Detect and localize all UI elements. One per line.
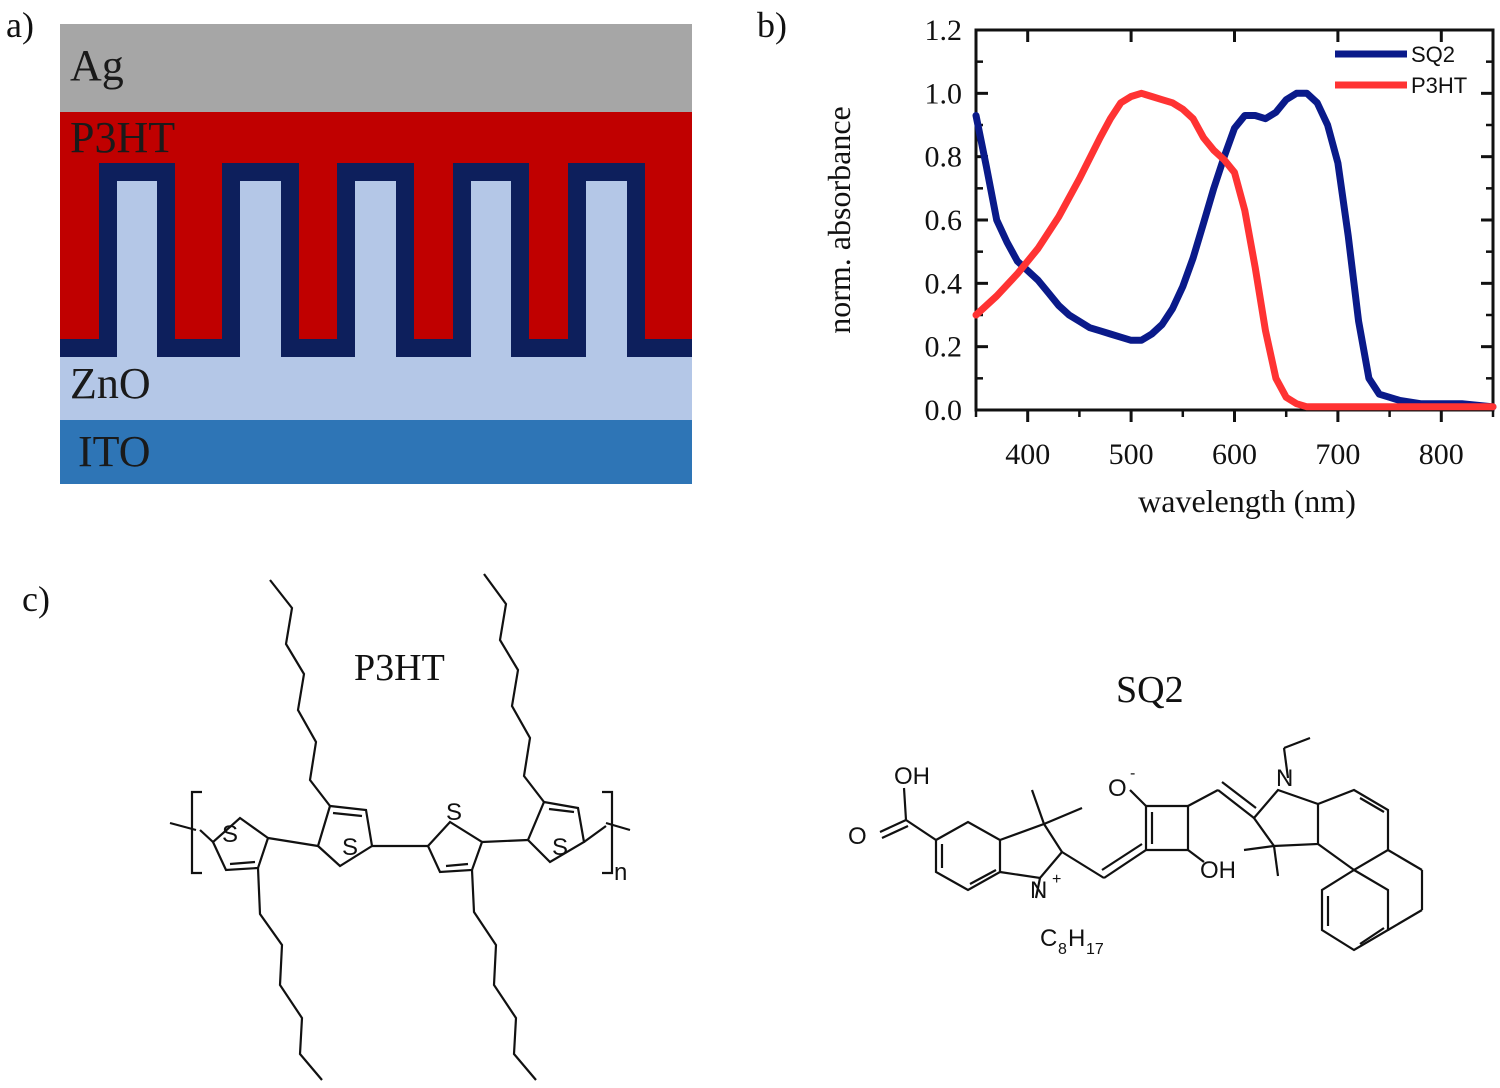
- repeat-unit-n: n: [614, 859, 627, 886]
- legend-label-sq2: SQ2: [1411, 42, 1455, 67]
- y-tick-label: 1.2: [925, 14, 963, 47]
- ito-layer: [60, 420, 692, 484]
- layer-label-zno: ZnO: [70, 359, 151, 408]
- device-stack-diagram: [60, 24, 692, 484]
- plus-charge: +: [1052, 871, 1061, 888]
- sulfur-atom: S: [222, 821, 238, 848]
- absorbance-chart: 0.0 0.2 0.4 0.6 0.8 1.0 1.2 400 500 600 700 800 SQ2P…: [821, 14, 1497, 519]
- nitrogen-atom: N: [1276, 765, 1293, 792]
- p3ht-structure: S S S S n: [169, 573, 631, 1081]
- oh-group: OH: [894, 763, 930, 790]
- sulfur-atom: S: [552, 834, 568, 861]
- nitrogen-cation: N: [1030, 877, 1047, 904]
- panel-label-b: b): [757, 5, 787, 45]
- x-tick-label: 600: [1212, 438, 1257, 471]
- series-line-sq2: [972, 89, 1497, 411]
- x-tick-label: 400: [1005, 438, 1050, 471]
- zno-pillars: [117, 181, 627, 361]
- minus-charge: -: [1130, 765, 1135, 782]
- sq2-molecule-name: SQ2: [1116, 669, 1184, 711]
- oxide-oxygen: O: [1108, 775, 1127, 802]
- hydroxyl-group: OH: [1200, 857, 1236, 884]
- sulfur-atom: S: [342, 834, 358, 861]
- y-tick-label: 0.0: [925, 394, 963, 427]
- plot-area: 0.0 0.2 0.4 0.6 0.8 1.0 1.2 400 500 600 700 800 SQ2P…: [925, 14, 1497, 471]
- octyl-label: C 8 H 17: [1040, 925, 1104, 958]
- layer-label-ito: ITO: [78, 427, 151, 476]
- layer-label-p3ht: P3HT: [70, 113, 176, 162]
- y-tick-label: 1.0: [925, 77, 963, 110]
- x-tick-label: 700: [1315, 438, 1360, 471]
- carbonyl-oxygen: O: [848, 823, 867, 850]
- y-tick-label: 0.8: [925, 141, 963, 174]
- ag-layer: [60, 24, 692, 114]
- series-line-p3ht: [972, 89, 1497, 411]
- y-tick-label: 0.4: [925, 267, 963, 300]
- y-tick-label: 0.6: [925, 204, 963, 237]
- x-axis-title: wavelength (nm): [1138, 483, 1356, 519]
- x-tick-label: 500: [1109, 438, 1154, 471]
- svg-text:H: H: [1068, 925, 1085, 952]
- svg-text:C: C: [1040, 925, 1057, 952]
- legend-label-p3ht: P3HT: [1411, 73, 1467, 98]
- panel-label-c: c): [22, 579, 50, 619]
- sq2-structure: OH O O - OH N N + C 8 H 17: [848, 736, 1424, 958]
- y-tick-label: 0.2: [925, 331, 963, 364]
- p3ht-molecule-name: P3HT: [354, 647, 445, 689]
- layer-label-ag: Ag: [70, 41, 124, 90]
- x-tick-label: 800: [1419, 438, 1464, 471]
- coating-outline: [60, 163, 692, 357]
- y-axis-title: norm. absorbance: [821, 106, 857, 333]
- sulfur-atom: S: [446, 799, 462, 826]
- svg-text:17: 17: [1086, 941, 1104, 958]
- panel-label-a: a): [6, 5, 34, 45]
- svg-text:8: 8: [1058, 941, 1067, 958]
